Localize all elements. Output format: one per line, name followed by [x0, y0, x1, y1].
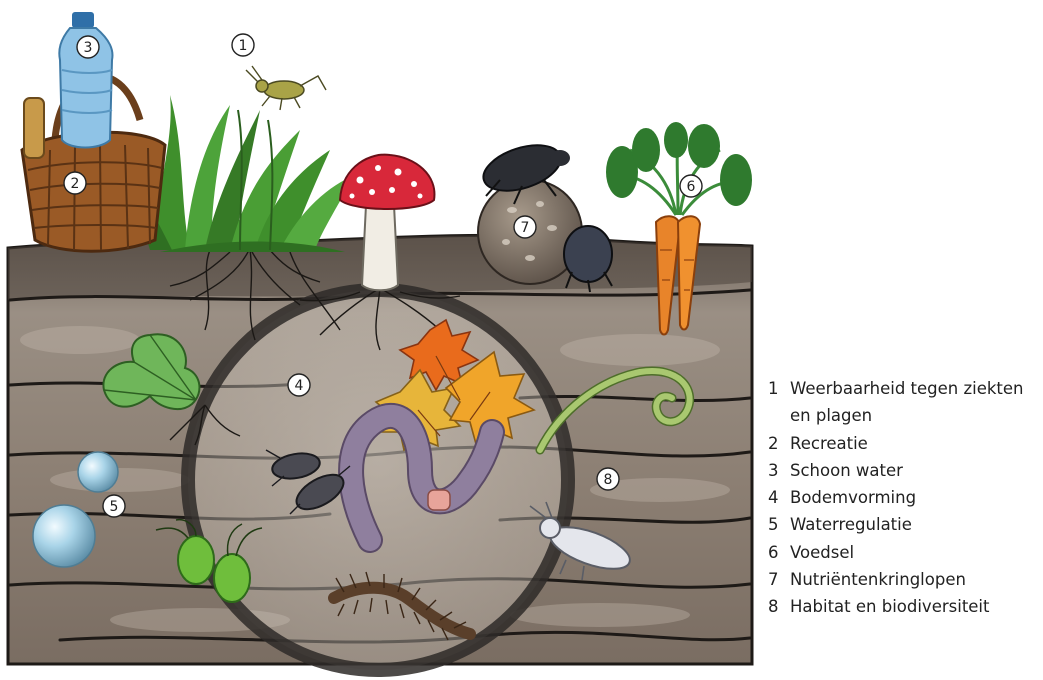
legend-number: 8	[768, 593, 790, 620]
legend-item-8: 8 Habitat en biodiversiteit	[768, 593, 1040, 620]
marker-7: 7	[514, 216, 536, 238]
legend-label: Habitat en biodiversiteit	[790, 593, 1040, 620]
marker-8-label: 8	[604, 472, 613, 488]
marker-4: 4	[288, 374, 310, 396]
marker-7-label: 7	[521, 220, 530, 236]
legend-item-2: 2 Recreatie	[768, 430, 1040, 457]
marker-2-label: 2	[71, 176, 80, 192]
legend-label: Bodemvorming	[790, 484, 1040, 511]
dung-beetle-icon	[478, 137, 612, 292]
legend-item-6: 6 Voedsel	[768, 539, 1040, 566]
legend-item-4: 4 Bodemvorming	[768, 484, 1040, 511]
marker-1: 1	[232, 34, 254, 56]
legend-number: 5	[768, 511, 790, 538]
legend-number: 6	[768, 539, 790, 566]
marker-4-label: 4	[295, 378, 304, 394]
marker-3: 3	[77, 36, 99, 58]
legend-label: Schoon water	[790, 457, 1040, 484]
legend-item-5: 5 Waterregulatie	[768, 511, 1040, 538]
legend-item-7: 7 Nutriëntenkringlopen	[768, 566, 1040, 593]
legend-number: 1	[768, 375, 790, 402]
marker-5-label: 5	[110, 499, 119, 515]
legend-item-1: 1 Weerbaarheid tegen ziekten en plagen	[768, 375, 1040, 430]
marker-6: 6	[680, 175, 702, 197]
marker-5: 5	[103, 495, 125, 517]
water-bottle-icon	[59, 12, 112, 148]
magnifier-circle	[188, 290, 568, 670]
legend-item-3: 3 Schoon water	[768, 457, 1040, 484]
legend-label: Voedsel	[790, 539, 1040, 566]
legend-label: Waterregulatie	[790, 511, 1040, 538]
legend-label: Recreatie	[790, 430, 1040, 457]
legend: 1 Weerbaarheid tegen ziekten en plagen 2…	[768, 375, 1040, 621]
marker-6-label: 6	[687, 179, 696, 195]
legend-number: 4	[768, 484, 790, 511]
marker-8: 8	[597, 468, 619, 490]
legend-label: Weerbaarheid tegen ziekten en plagen	[790, 375, 1040, 430]
marker-3-label: 3	[84, 40, 93, 56]
marker-1-label: 1	[239, 38, 248, 54]
marker-2: 2	[64, 172, 86, 194]
legend-number: 7	[768, 566, 790, 593]
legend-label: Nutriëntenkringlopen	[790, 566, 1040, 593]
aphid-icon	[246, 66, 326, 110]
legend-number: 3	[768, 457, 790, 484]
legend-number: 2	[768, 430, 790, 457]
